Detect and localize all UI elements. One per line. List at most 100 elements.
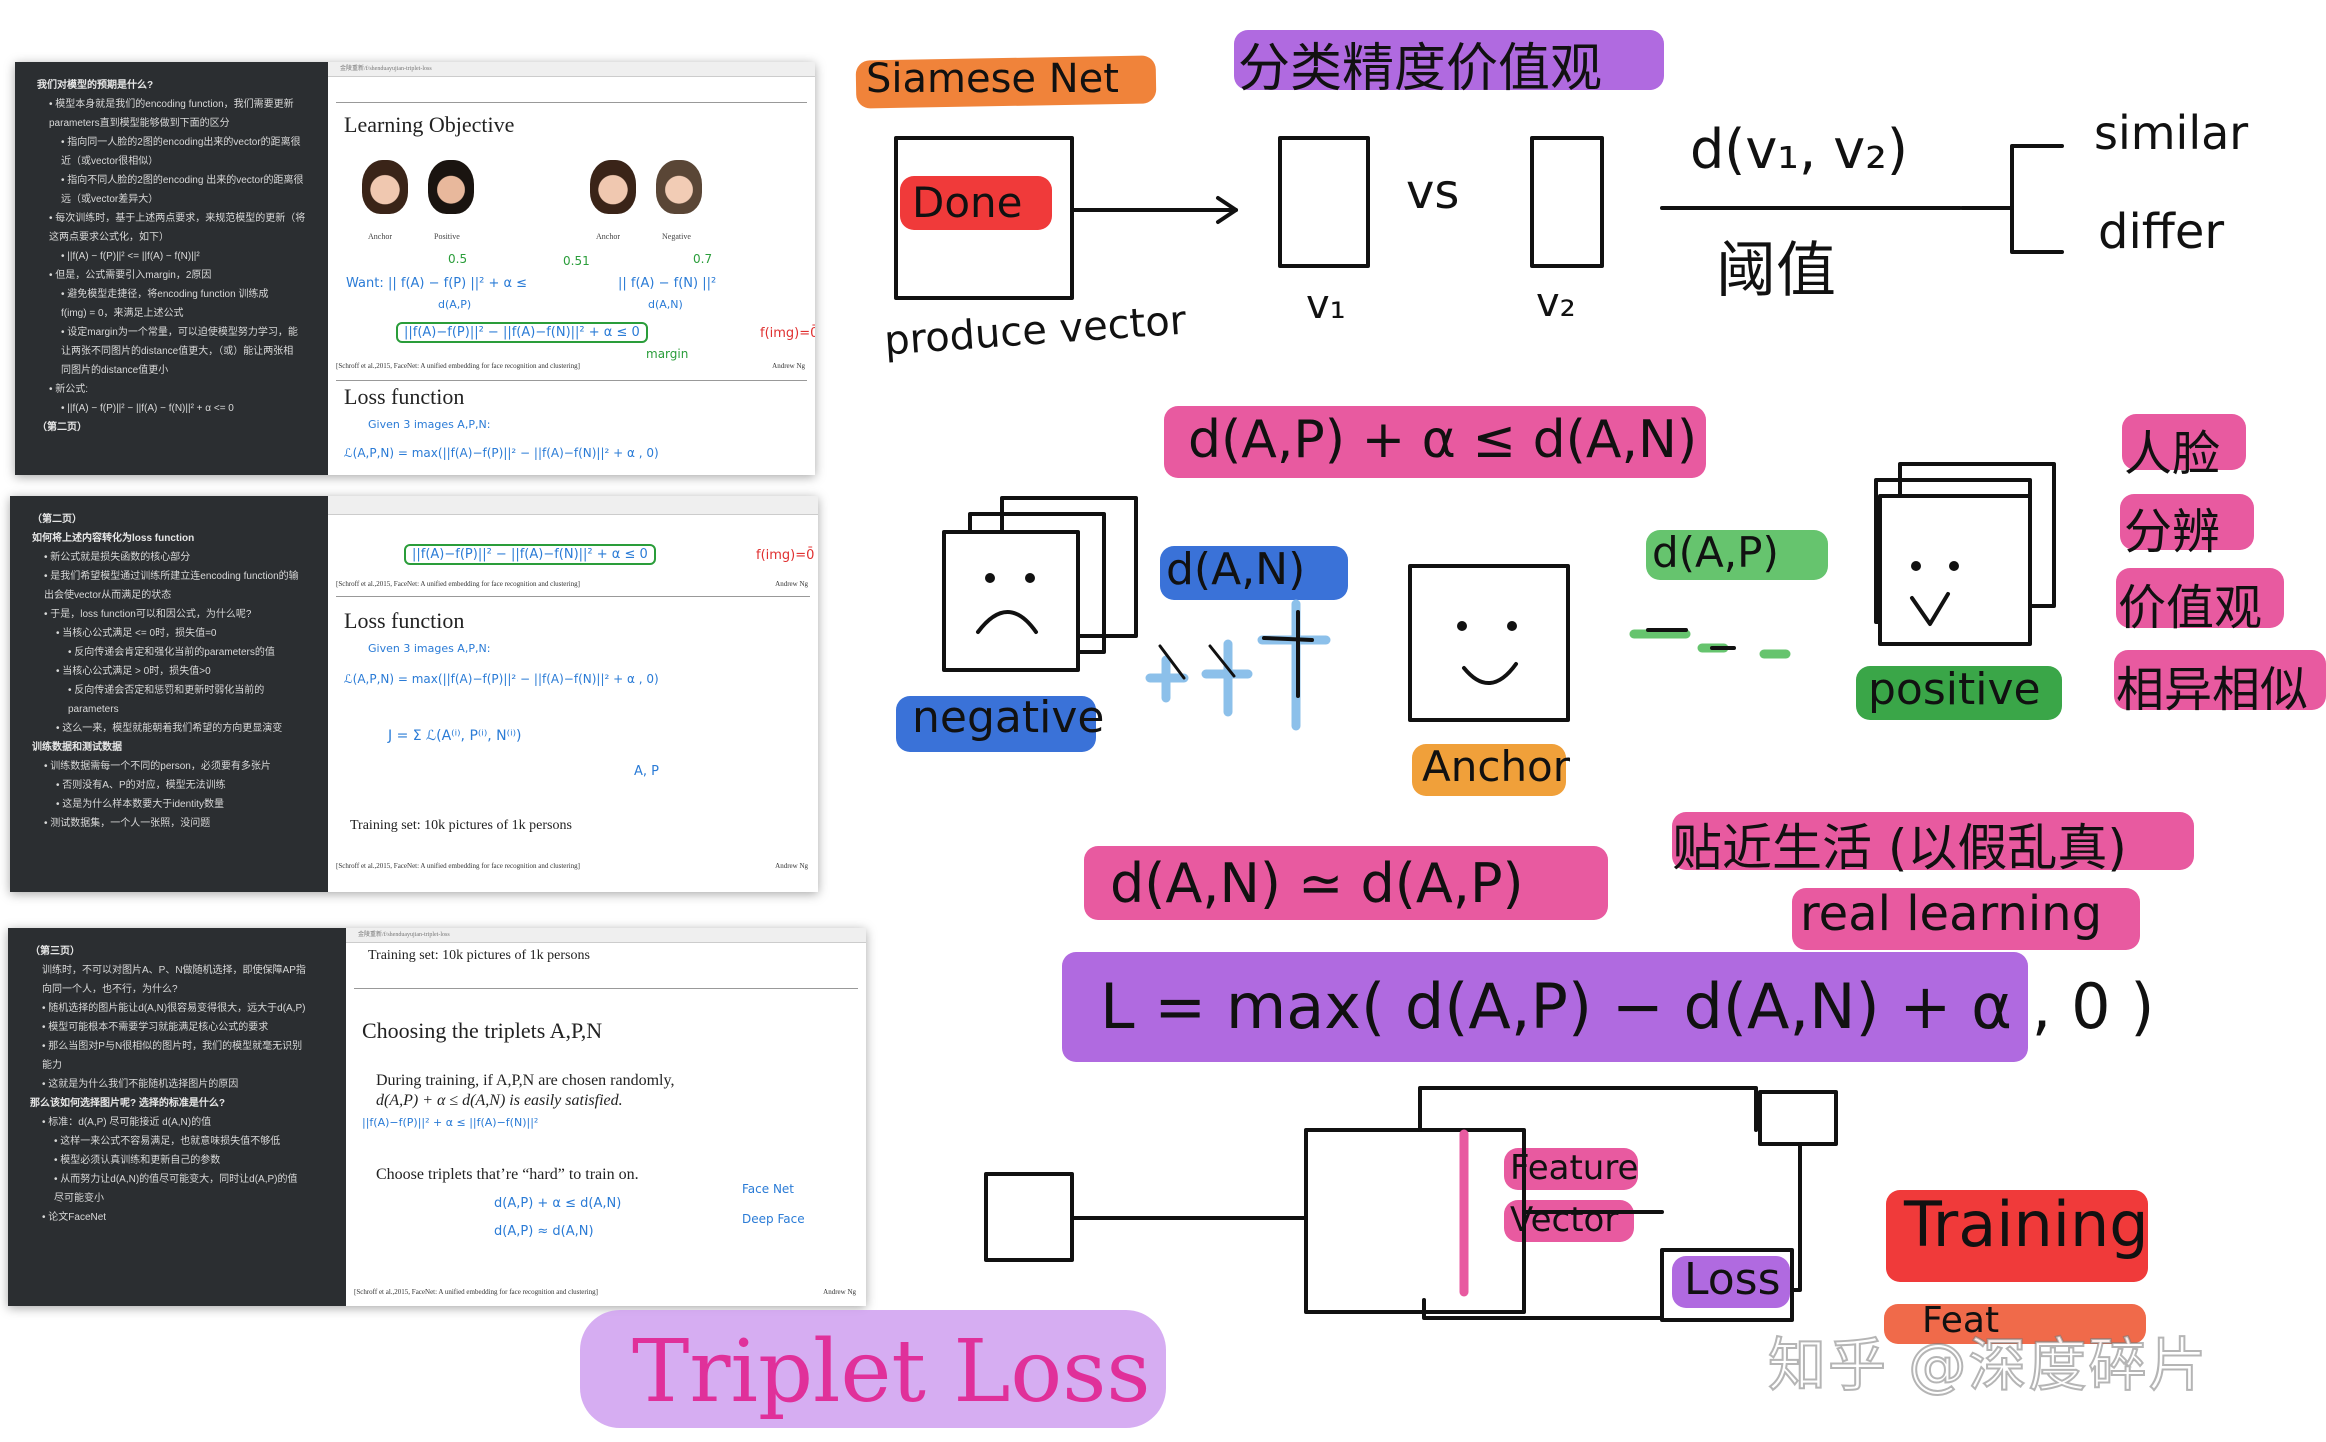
slide-toolbar [328, 496, 818, 515]
note-line: 近（或vector很相似） [61, 156, 159, 167]
loss-box-label: Loss [1684, 1254, 1781, 1305]
loss-box-highlight [1672, 1256, 1790, 1308]
note-line: • 反向传递会肯定和强化当前的parameters的值 [68, 647, 275, 658]
slide-citation-2: [Schroff et al.,2015, FaceNet: A unified… [336, 862, 581, 870]
face-value-label-1: 人脸 [2124, 426, 2221, 482]
distance-label: d(v₁, v₂) [1690, 118, 1908, 181]
note-line: • 模型必须认真训练和更新自己的参数 [54, 1155, 221, 1166]
positive-photo [428, 160, 474, 214]
notes-panel: 我们对模型的预期是什么?• 模型本身就是我们的encoding function… [15, 62, 328, 475]
loss-annotation: ℒ(A,P,N) = max(||f(A)−f(P)||² − ||f(A)−f… [344, 672, 659, 686]
face-highlight-1 [2122, 414, 2246, 470]
note-line: 同图片的distance值更小 [61, 365, 169, 376]
real-learning-highlight [1792, 888, 2140, 950]
dap-annotation: d(A,P) [438, 298, 472, 311]
inequality-highlight [1164, 406, 1706, 478]
inequality-label: d(A,P) + α ≤ d(A,N) [1188, 410, 1698, 470]
threshold-label: 阈值 [1716, 236, 1836, 306]
note-line: • 指向同一人脸的2图的encoding出来的vector的距离很 [61, 137, 301, 148]
notes-screenshot-2: （第二页）如何将上述内容转化为loss function• 新公式就是损失函数的… [10, 496, 818, 892]
note-line: • 这是为什么样本数要大于identity数量 [56, 799, 224, 810]
slide-citation: [Schroff et al.,2015, FaceNet: A unified… [336, 580, 581, 588]
note-line: • 模型本身就是我们的encoding function，我们需要更新 [49, 99, 294, 110]
note-line: 远（或vector差异大） [61, 194, 159, 205]
training-label: Training [1904, 1188, 2149, 1261]
slide-author: Andrew Ng [775, 580, 808, 588]
anchor-highlight [1412, 744, 1566, 796]
note-line: • 当核心公式满足 <= 0时，损失值=0 [56, 628, 217, 639]
v1-label: v₁ [1306, 282, 1346, 328]
slide-url-bar: 金陵重新/f/shenduayujian-triplet-loss [328, 62, 815, 77]
face-value-label-2: 分辨 [2124, 504, 2221, 560]
note-line: • 模型可能根本不需要学习就能满足核心公式的要求 [42, 1022, 269, 1033]
d-an-label: d(A,N) [1166, 544, 1306, 595]
slide-author-2: Andrew Ng [775, 862, 808, 870]
note-line: • 每次训练时，基于上述两点要求，来规范模型的更新（将 [49, 213, 306, 224]
ap-annotation: A, P [634, 764, 659, 779]
slide-author: Andrew Ng [772, 362, 805, 370]
note-line: • 标准：d(A,P) 尽可能接近 d(A,N)的值 [42, 1117, 212, 1128]
positive-label: Positive [434, 232, 460, 241]
slide-title: Learning Objective [344, 112, 515, 137]
boxed-formula: ||f(A)−f(P)||² − ||f(A)−f(N)||² + α ≤ 0 [396, 322, 648, 343]
loss-annotation: ℒ(A,P,N) = max(||f(A)−f(P)||² − ||f(A)−f… [344, 446, 659, 460]
notes-screenshot-3: （第三页）训练时，不可以对图片A、P、N做随机选择，即使保障AP指向同一个人，也… [8, 928, 866, 1306]
close-to-life-label: 贴近生活 (以假乱真) [1672, 819, 2127, 877]
v2-label: v₂ [1536, 280, 1576, 326]
alpha-annotation-3: 0.7 [693, 252, 713, 266]
anchor-label: Anchor [368, 232, 392, 241]
differ-label: differ [2098, 204, 2225, 260]
inequality-rhs-annotation: || f(A) − f(N) ||² [618, 276, 717, 291]
note-line: • 训练数据需每一个不同的person，必须要有多张片 [44, 761, 271, 772]
note-line: 那么该如何选择图片呢? 选择的标准是什么? [30, 1098, 225, 1109]
close-to-life-highlight [1672, 812, 2194, 870]
similar-label: similar [2094, 106, 2249, 160]
note-line: • 那么当图对P与N很相似的图片时，我们的模型就毫无识别 [42, 1041, 303, 1052]
alpha-annotation-1: 0.5 [448, 252, 468, 266]
note-line: • 当核心公式满足 > 0时，损失值>0 [56, 666, 211, 677]
inequality-annotation: || f(A) − f(P) ||² + α ≤ [388, 276, 528, 291]
note-line: • 这就是为什么我们不能随机选择图片的原因 [42, 1079, 239, 1090]
dan-annotation: d(A,N) [648, 298, 683, 311]
real-learning-label: real learning [1800, 886, 2103, 942]
slide-title: Choosing the triplets A,P,N [362, 1018, 603, 1043]
note-line: • 反向传递会否定和惩罚和更新时弱化当前的 [68, 685, 265, 696]
slide-body-3: Choose triplets that’re “hard” to train … [376, 1166, 639, 1183]
approx-highlight [1084, 846, 1608, 920]
notes-panel: （第三页）训练时，不可以对图片A、P、N做随机选择，即使保障AP指向同一个人，也… [8, 928, 346, 1306]
positive-highlight [1856, 666, 2062, 720]
face-highlight-2 [2120, 494, 2254, 550]
note-line: 出会使vector从而满足的状态 [44, 590, 172, 601]
note-line: 训练数据和测试数据 [32, 742, 122, 753]
training-highlight [1886, 1190, 2148, 1282]
face-value-label-4: 相异相似 [2116, 662, 2309, 718]
loss-formula: L = max( d(A,P) − d(A,N) + α , 0 ) [1100, 970, 2155, 1043]
note-line: • 是我们希望模型通过训练所建立连encoding function的输 [44, 571, 299, 582]
note-line: • ||f(A) − f(P)||² <= ||f(A) − f(N)||² [61, 251, 200, 262]
negative-label: Negative [662, 232, 691, 241]
feature-partial-highlight [1884, 1304, 2146, 1344]
value-title: 分类精度价值观 [1238, 39, 1603, 99]
slide-title-2: Loss function [344, 384, 465, 409]
lecture-slide: ||f(A)−f(P)||² − ||f(A)−f(N)||² + α ≤ 0 … [328, 496, 818, 892]
note-line: • 但是，公式需要引入margin，2原因 [49, 270, 212, 281]
note-line: • 论文FaceNet [42, 1212, 107, 1223]
note-line: 尽可能变小 [54, 1193, 104, 1204]
note-line: 训练时，不可以对图片A、P、N做随机选择，即使保障AP指 [42, 965, 306, 976]
note-line: 能力 [42, 1060, 62, 1071]
triplet-loss-title: Triplet Loss [632, 1322, 1151, 1422]
note-line: • 这样一来公式不容易满足，也就意味损失值不够低 [54, 1136, 281, 1147]
note-line: • 新公式: [49, 384, 89, 395]
done-label: Done [912, 178, 1023, 227]
slide-title: Loss function [344, 608, 465, 633]
slide-author: Andrew Ng [823, 1288, 856, 1296]
anchor-label: Anchor [1422, 742, 1571, 791]
margin-annotation: margin [646, 347, 689, 361]
loss-formula-highlight [1062, 952, 2028, 1062]
slide-citation: [Schroff et al.,2015, FaceNet: A unified… [354, 1288, 599, 1296]
note-line: • 于是，loss function可以和因公式，为什么呢? [44, 609, 252, 620]
vs-label: vs [1406, 164, 1460, 220]
note-line: • 随机选择的图片能让d(A,N)很容易变得很大，远大于d(A,P) [42, 1003, 306, 1014]
negative-photo [656, 160, 702, 214]
